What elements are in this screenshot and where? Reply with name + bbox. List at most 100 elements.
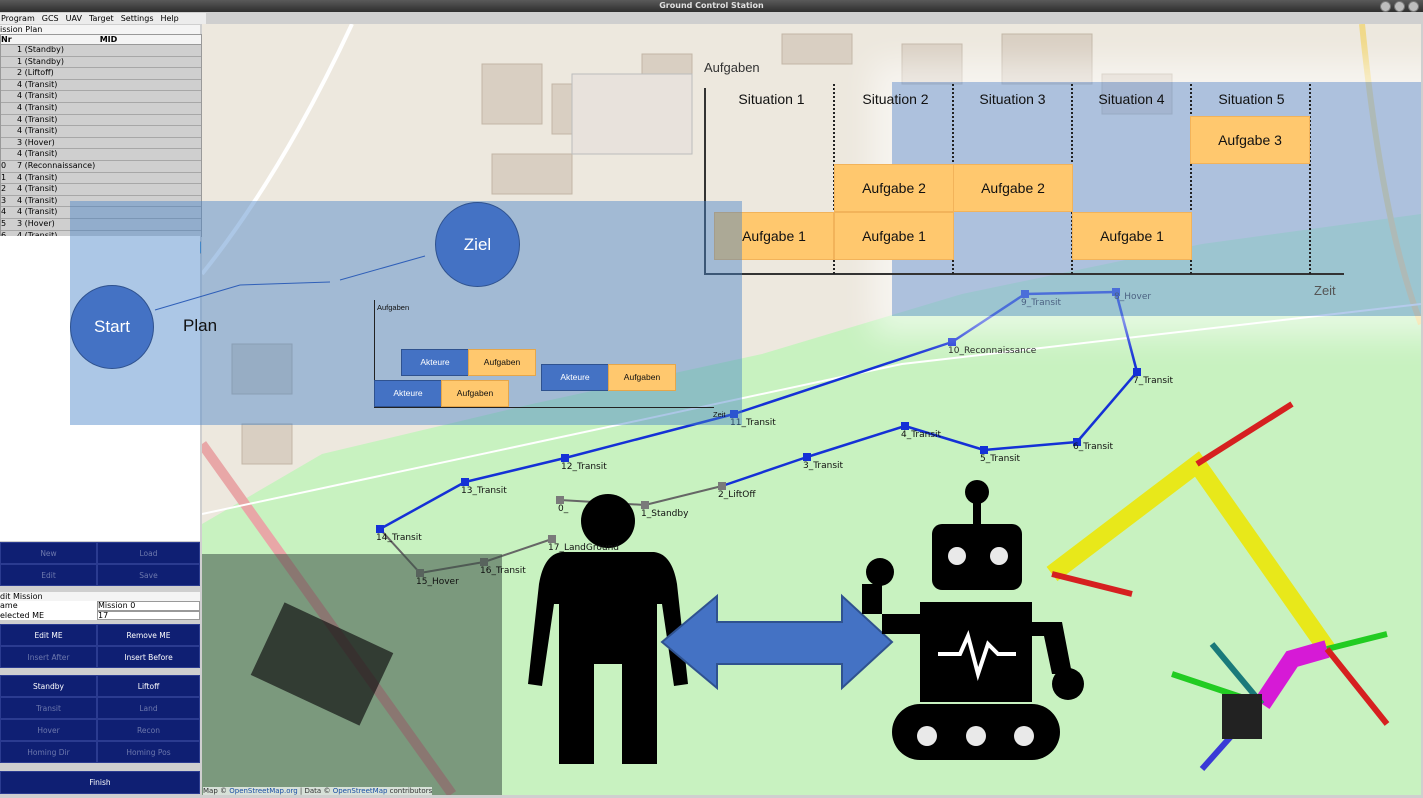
- table-row[interactable]: 1 (Standby): [1, 56, 201, 69]
- finish-button[interactable]: Finish: [0, 771, 200, 794]
- waypoint-marker[interactable]: [376, 525, 384, 533]
- menu-settings[interactable]: Settings: [120, 14, 154, 23]
- waypoint-marker[interactable]: [548, 535, 556, 543]
- table-row[interactable]: 4 (Transit): [1, 149, 201, 161]
- task-1-s1: Aufgabe 1: [714, 212, 834, 260]
- edit-me-button[interactable]: Edit ME: [0, 624, 97, 646]
- remove-me-button[interactable]: Remove ME: [97, 624, 200, 646]
- osm-data-link[interactable]: OpenStreetMap: [332, 787, 388, 795]
- task-1-s2: Aufgabe 1: [834, 212, 954, 260]
- situation-y-axis-line: [704, 88, 706, 274]
- waypoint-label: 0_: [558, 504, 569, 514]
- row-mid: 2 (Liftoff): [17, 68, 54, 78]
- waypoint-label: 1_Standby: [641, 509, 689, 519]
- column-header-nr[interactable]: Nr: [1, 35, 12, 44]
- homing-pos-button[interactable]: Homing Pos: [97, 741, 200, 763]
- row-mid: 4 (Transit): [17, 207, 58, 217]
- attribution-separator: | Data ©: [299, 787, 331, 795]
- table-row[interactable]: 4 (Transit): [1, 114, 201, 127]
- edit-button[interactable]: Edit: [0, 564, 97, 586]
- standby-button[interactable]: Standby: [0, 675, 97, 697]
- waypoint-marker[interactable]: [948, 338, 956, 346]
- waypoint-marker[interactable]: [730, 410, 738, 418]
- route-segment: [983, 440, 1078, 452]
- table-row[interactable]: 4 (Transit): [1, 102, 201, 115]
- load-button[interactable]: Load: [97, 542, 200, 564]
- menu-uav[interactable]: UAV: [65, 14, 82, 23]
- row-nr: 3: [1, 195, 7, 205]
- table-row[interactable]: 4 (Transit): [1, 79, 201, 92]
- command-button-grid: Standby Liftoff Transit Land Hover Recon…: [0, 675, 200, 763]
- route-segment: [721, 455, 808, 488]
- route-segment: [644, 485, 723, 506]
- waypoint-marker[interactable]: [556, 496, 564, 504]
- liftoff-button[interactable]: Liftoff: [97, 675, 200, 697]
- waypoint-label: 5_Transit: [980, 454, 1021, 464]
- menu-gcs[interactable]: GCS: [41, 14, 59, 23]
- minimize-button[interactable]: [1380, 1, 1391, 12]
- plan-axis-x: Zeit: [713, 410, 726, 419]
- window-titlebar: Ground Control Station: [0, 0, 1423, 12]
- table-row[interactable]: 1 (Standby): [1, 45, 201, 57]
- menu-program[interactable]: Program: [1, 14, 35, 23]
- waypoint-marker[interactable]: [1133, 368, 1141, 376]
- table-row[interactable]: 3 (Hover): [1, 137, 201, 150]
- waypoint-label: 6_Transit: [1073, 442, 1114, 452]
- route-segment: [464, 456, 566, 484]
- selected-me-field[interactable]: 17: [97, 610, 200, 620]
- table-row[interactable]: 4 (Transit): [1, 126, 201, 138]
- hover-button[interactable]: Hover: [0, 719, 97, 741]
- waypoint-marker[interactable]: [461, 478, 469, 486]
- save-button[interactable]: Save: [97, 564, 200, 586]
- situation-divider: [1309, 84, 1311, 274]
- waypoint-marker[interactable]: [561, 454, 569, 462]
- homing-dir-button[interactable]: Homing Dir: [0, 741, 97, 763]
- row-nr: [1, 138, 16, 149]
- waypoint-label: 17_LandGround: [548, 543, 620, 553]
- waypoint-marker[interactable]: [641, 501, 649, 509]
- menu-target[interactable]: Target: [88, 14, 114, 23]
- close-button[interactable]: [1408, 1, 1419, 12]
- waypoint-marker[interactable]: [803, 453, 811, 461]
- osm-link[interactable]: OpenStreetMap.org: [229, 787, 298, 795]
- column-header-mid[interactable]: MID: [99, 35, 118, 44]
- task-2-s3: Aufgabe 2: [953, 164, 1073, 212]
- table-row[interactable]: 4 (Transit): [1, 91, 201, 103]
- heartbeat-icon: [938, 629, 1016, 682]
- situation-x-axis-line: [704, 273, 1344, 275]
- window-controls: [1380, 1, 1419, 12]
- transit-button[interactable]: Transit: [0, 697, 97, 719]
- waypoint-marker[interactable]: [1073, 438, 1081, 446]
- maximize-button[interactable]: [1394, 1, 1405, 12]
- waypoint-label: 4_Transit: [901, 430, 942, 440]
- land-button[interactable]: Land: [97, 697, 200, 719]
- waypoint-marker[interactable]: [718, 482, 726, 490]
- new-button[interactable]: New: [0, 542, 97, 564]
- waypoint-marker[interactable]: [980, 446, 988, 454]
- waypoint-label: 3_Transit: [803, 461, 844, 471]
- row-nr: 6: [1, 230, 7, 240]
- actor-box: Akteure: [401, 349, 469, 376]
- menu-help[interactable]: Help: [160, 14, 179, 23]
- waypoint-marker[interactable]: [901, 422, 909, 430]
- situation-2-label: Situation 2: [862, 91, 929, 107]
- recon-button[interactable]: Recon: [97, 719, 200, 741]
- route-segment: [733, 340, 953, 416]
- route-segment: [564, 412, 735, 460]
- row-nr: 0: [1, 160, 7, 170]
- human-icon: [528, 494, 688, 764]
- path-hundemeile: [202, 303, 1421, 515]
- file-button-grid: New Load Edit Save: [0, 542, 200, 586]
- task-3-s5: Aufgabe 3: [1190, 116, 1310, 164]
- mission-name-field[interactable]: Mission 0: [97, 601, 200, 611]
- insert-after-button[interactable]: Insert After: [0, 646, 97, 668]
- insert-before-button[interactable]: Insert Before: [97, 646, 200, 668]
- table-row[interactable]: 2 (Liftoff): [1, 68, 201, 80]
